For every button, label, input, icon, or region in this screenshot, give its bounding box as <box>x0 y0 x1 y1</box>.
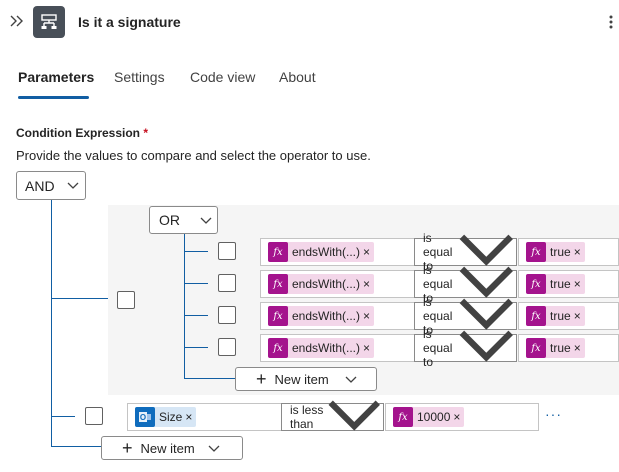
operator-dropdown[interactable]: is equal to <box>414 327 517 369</box>
remove-token-icon[interactable]: × <box>573 245 581 259</box>
size-row-checkbox[interactable] <box>85 407 103 425</box>
root-branch-group <box>51 298 108 299</box>
condition-description: Provide the values to compare and select… <box>16 148 371 163</box>
function-icon: fx <box>268 242 288 262</box>
tab-parameters[interactable]: Parameters <box>18 69 95 85</box>
active-tab-indicator <box>18 96 89 99</box>
chevron-down-icon <box>67 182 79 189</box>
operator-dropdown[interactable]: is equal to <box>414 231 517 273</box>
condition-icon <box>33 6 65 38</box>
function-icon: fx <box>526 306 546 326</box>
tab-about[interactable]: About <box>279 69 316 85</box>
remove-token-icon[interactable]: × <box>573 309 581 323</box>
remove-token-icon[interactable]: × <box>363 245 371 259</box>
root-operator-value: AND <box>25 177 55 194</box>
size-operator-dropdown[interactable]: is less than <box>281 400 384 431</box>
group-branch-2 <box>184 283 208 284</box>
chevron-down-icon <box>345 376 357 383</box>
group-branch-3 <box>184 315 208 316</box>
group-checkbox[interactable] <box>117 291 135 309</box>
action-title: Is it a signature <box>78 14 181 30</box>
function-icon: fx <box>393 407 413 427</box>
remove-token-icon[interactable]: × <box>573 277 581 291</box>
condition-expression-label: Condition Expression * <box>16 126 149 140</box>
function-icon: fx <box>526 338 546 358</box>
chevron-down-icon <box>460 299 514 331</box>
operator-dropdown[interactable]: is equal to <box>414 295 517 337</box>
dynamic-content-token[interactable]: O Size × <box>135 407 197 427</box>
root-branch-size <box>51 416 75 417</box>
function-icon: fx <box>268 274 288 294</box>
function-icon: fx <box>268 306 288 326</box>
operator-dropdown[interactable]: is equal to <box>414 263 517 305</box>
function-icon: fx <box>526 242 546 262</box>
root-tree-line <box>51 200 52 447</box>
remove-token-icon[interactable]: × <box>363 277 371 291</box>
chevron-down-icon <box>460 331 514 363</box>
add-icon: + <box>122 438 133 458</box>
remove-token-icon[interactable]: × <box>185 410 193 424</box>
group-new-item-button[interactable]: + New item <box>235 367 377 391</box>
row-checkbox[interactable] <box>218 242 236 260</box>
row-more-options-icon[interactable]: ··· <box>545 406 562 422</box>
chevron-down-icon <box>460 235 514 267</box>
group-branch-4 <box>184 347 208 348</box>
root-operator-dropdown[interactable]: AND <box>16 171 86 200</box>
remove-token-icon[interactable]: × <box>573 341 581 355</box>
group-branch-1 <box>184 251 208 252</box>
group-operator-value: OR <box>159 212 180 228</box>
svg-text:O: O <box>140 413 146 422</box>
add-icon: + <box>256 369 267 389</box>
chevron-down-icon <box>460 267 514 299</box>
outlook-icon: O <box>135 407 155 427</box>
expression-token[interactable]: fx endsWith(...) × <box>268 306 375 326</box>
expand-panel-icon[interactable] <box>8 12 26 30</box>
expression-token[interactable]: fx true × <box>526 338 585 358</box>
function-icon: fx <box>268 338 288 358</box>
row-checkbox[interactable] <box>218 274 236 292</box>
expression-token[interactable]: fx true × <box>526 274 585 294</box>
expression-token[interactable]: fx 10000 × <box>393 407 465 427</box>
root-new-item-button[interactable]: + New item <box>101 436 243 460</box>
chevron-down-icon <box>200 217 212 224</box>
expression-token[interactable]: fx endsWith(...) × <box>268 274 375 294</box>
remove-token-icon[interactable]: × <box>363 341 371 355</box>
expression-token[interactable]: fx endsWith(...) × <box>268 338 375 358</box>
row-checkbox[interactable] <box>218 338 236 356</box>
expression-token[interactable]: fx endsWith(...) × <box>268 242 375 262</box>
group-operator-dropdown[interactable]: OR <box>149 206 218 234</box>
expression-token[interactable]: fx true × <box>526 306 585 326</box>
chevron-down-icon <box>208 445 220 452</box>
remove-token-icon[interactable]: × <box>363 309 371 323</box>
row-checkbox[interactable] <box>218 306 236 324</box>
chevron-down-icon <box>329 400 381 431</box>
tab-code-view[interactable]: Code view <box>190 69 256 85</box>
remove-token-icon[interactable]: × <box>453 410 461 424</box>
root-branch-new-item <box>51 446 101 447</box>
tab-settings[interactable]: Settings <box>114 69 165 85</box>
expression-token[interactable]: fx true × <box>526 242 585 262</box>
more-options-icon[interactable] <box>608 13 614 31</box>
group-tree-line <box>184 234 185 379</box>
function-icon: fx <box>526 274 546 294</box>
nested-group-panel <box>108 205 619 395</box>
group-branch-new-item <box>184 378 235 379</box>
